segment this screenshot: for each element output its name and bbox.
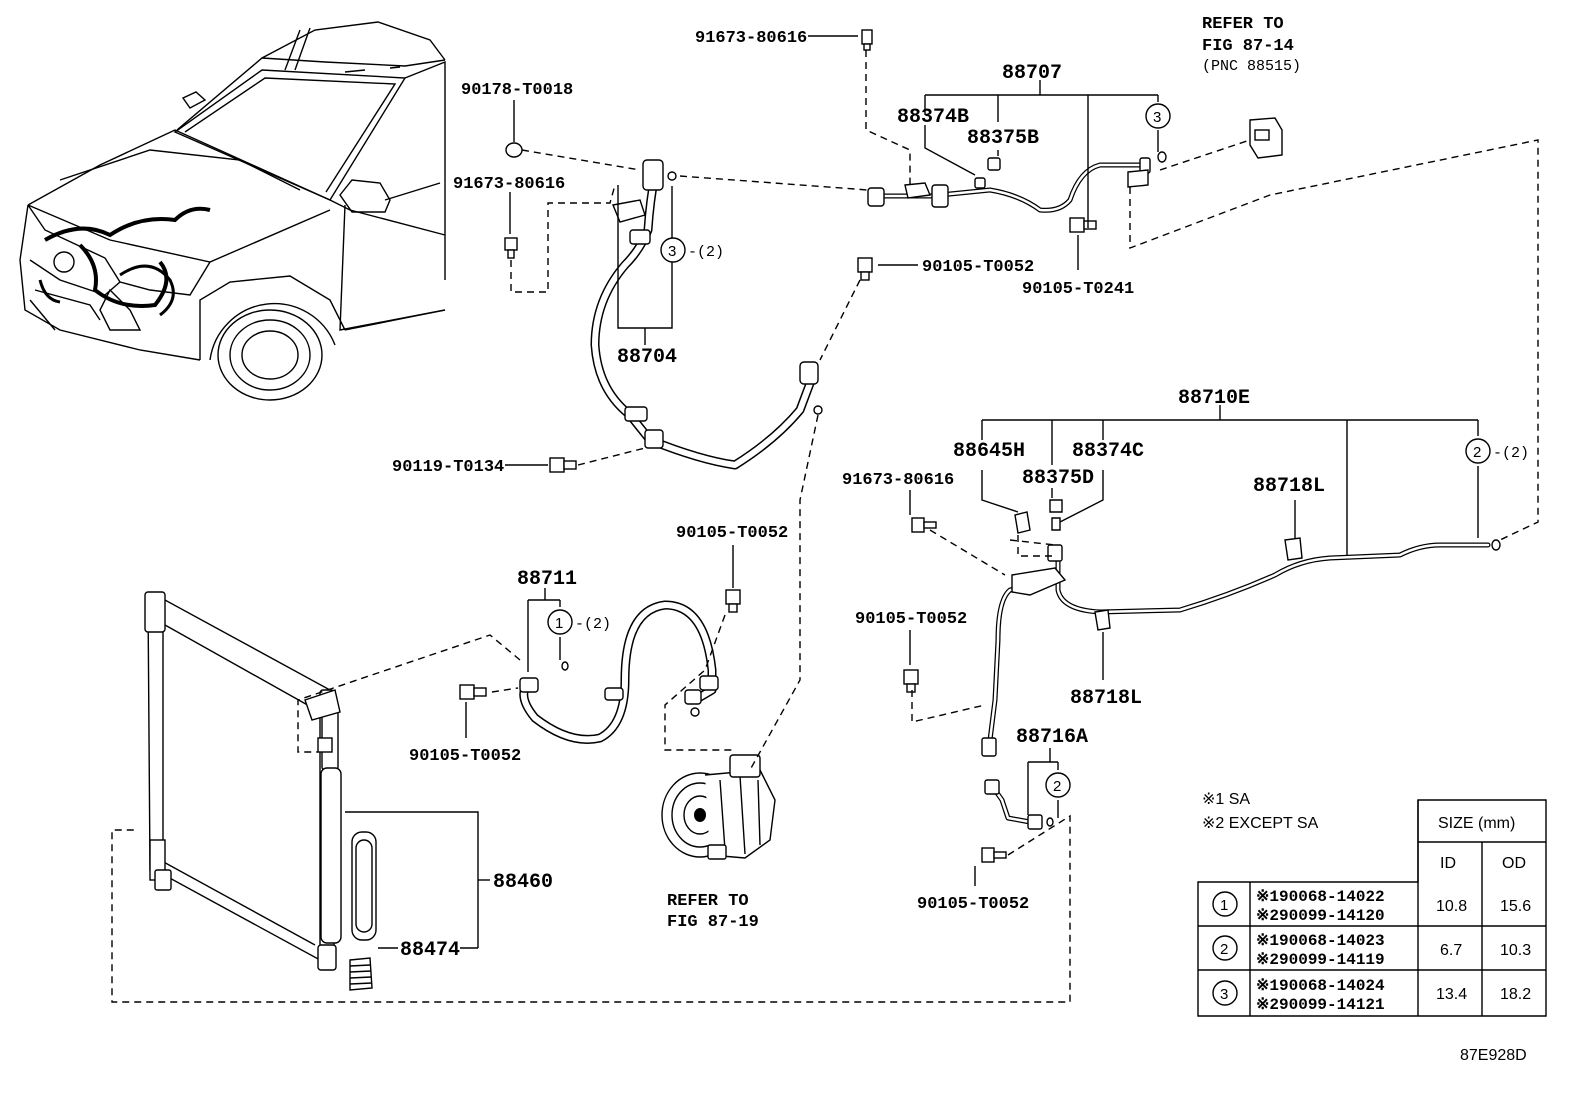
- table-row-2-part1: ※190068-14023: [1256, 932, 1385, 950]
- table-row-1-circle: [1212, 891, 1238, 917]
- circle-3-88707: [1145, 103, 1171, 129]
- label-90105-bottom: 90105-T0052: [917, 895, 1029, 914]
- table-row-3-num: 3: [1220, 986, 1228, 1003]
- pipe-88716A: [981, 737, 1054, 863]
- circle-1-88711: [547, 609, 573, 635]
- label-88718L-top: 88718L: [1253, 475, 1325, 498]
- fasteners: [459, 142, 1097, 700]
- pipe-88710E: [911, 499, 1501, 743]
- label-90105-hose: 90105-T0052: [676, 524, 788, 543]
- note-except-sa: ※2 EXCEPT SA: [1202, 815, 1319, 832]
- label-88460: 88460: [493, 871, 553, 894]
- label-88645H: 88645H: [953, 440, 1025, 463]
- table-row-2-od: 10.3: [1500, 942, 1531, 959]
- label-88718L-bottom: 88718L: [1070, 687, 1142, 710]
- label-88707: 88707: [1002, 62, 1062, 85]
- circle-2-88710E-num: 2: [1473, 444, 1481, 461]
- circle-2-88710E: [1465, 438, 1491, 464]
- label-91673-left: 91673-80616: [453, 175, 565, 194]
- hose-88711: [519, 600, 719, 744]
- table-row-3-part1: ※190068-14024: [1256, 977, 1385, 995]
- note-sa: ※1 SA: [1202, 791, 1250, 808]
- circle-2-88716A-num: 2: [1053, 778, 1061, 795]
- circle-1-88711-num: 1: [555, 615, 563, 632]
- table-row-2-id: 6.7: [1440, 942, 1462, 959]
- compressor: [661, 754, 776, 860]
- condenser-88460: [144, 591, 377, 991]
- pipe-88707: [861, 29, 1167, 213]
- label-88704: 88704: [617, 346, 677, 369]
- refer-to-top-line1: REFER TO: [1202, 15, 1284, 34]
- qty-88711: -(2): [575, 616, 611, 633]
- circle-3-88707-num: 3: [1153, 109, 1161, 126]
- size-table: SIZE (mm) ID OD 1 ※190068-14022 ※290099-…: [1197, 799, 1547, 1017]
- circle-2-88716A: [1045, 772, 1071, 798]
- qty-88704: -(2): [688, 244, 724, 261]
- label-90105-mid: 90105-T0052: [922, 258, 1034, 277]
- vehicle-illustration: [19, 21, 446, 401]
- table-od-header: OD: [1502, 855, 1526, 872]
- circle-3-88704: [660, 237, 686, 263]
- table-id-header: ID: [1440, 855, 1456, 872]
- qty-88710E: -(2): [1493, 445, 1529, 462]
- table-row-3-od: 18.2: [1500, 986, 1531, 1003]
- table-row-1-id: 10.8: [1436, 898, 1467, 915]
- label-88375D: 88375D: [1022, 467, 1094, 490]
- label-88375B: 88375B: [967, 127, 1039, 150]
- table-size-header: SIZE (mm): [1438, 815, 1515, 832]
- leader-lines: [111, 35, 1539, 1003]
- label-90178: 90178-T0018: [461, 81, 573, 100]
- table-row-1-od: 15.6: [1500, 898, 1531, 915]
- refer-to-compressor-line2: FIG 87-19: [667, 913, 759, 932]
- label-90105-right: 90105-T0052: [855, 610, 967, 629]
- leader-car-mirror: [384, 182, 441, 201]
- table-row-1-num: 1: [1220, 897, 1228, 914]
- table-row-3-circle: [1212, 980, 1238, 1006]
- table-row-3-id: 13.4: [1436, 986, 1467, 1003]
- table-row-1-part1: ※190068-14022: [1256, 888, 1385, 906]
- label-88474: 88474: [400, 939, 460, 962]
- pressure-switch-88515: [1249, 117, 1283, 159]
- label-90105-T0241: 90105-T0241: [1022, 280, 1134, 299]
- label-88710E: 88710E: [1178, 387, 1250, 410]
- table-row-3-part2: ※290099-14121: [1256, 996, 1385, 1014]
- label-90105-left: 90105-T0052: [409, 747, 521, 766]
- hose-88704: [590, 159, 823, 470]
- table-row-2-part2: ※290099-14119: [1256, 951, 1385, 969]
- table-row-1-part2: ※290099-14120: [1256, 907, 1385, 925]
- circle-3-88704-num: 3: [668, 243, 676, 260]
- label-88374C: 88374C: [1072, 440, 1144, 463]
- label-88716A: 88716A: [1016, 726, 1088, 749]
- label-91673-top: 91673-80616: [695, 29, 807, 48]
- label-88711: 88711: [517, 568, 577, 591]
- figure-id: 87E928D: [1460, 1047, 1527, 1064]
- table-row-2-circle: [1212, 935, 1238, 961]
- label-88374B: 88374B: [897, 106, 969, 129]
- table-row-2-num: 2: [1220, 941, 1228, 958]
- refer-to-compressor-line1: REFER TO: [667, 892, 749, 911]
- label-90119: 90119-T0134: [392, 458, 504, 477]
- refer-to-top-line3: (PNC 88515): [1202, 58, 1301, 75]
- label-91673-right: 91673-80616: [842, 471, 954, 490]
- refer-to-top-line2: FIG 87-14: [1202, 37, 1294, 56]
